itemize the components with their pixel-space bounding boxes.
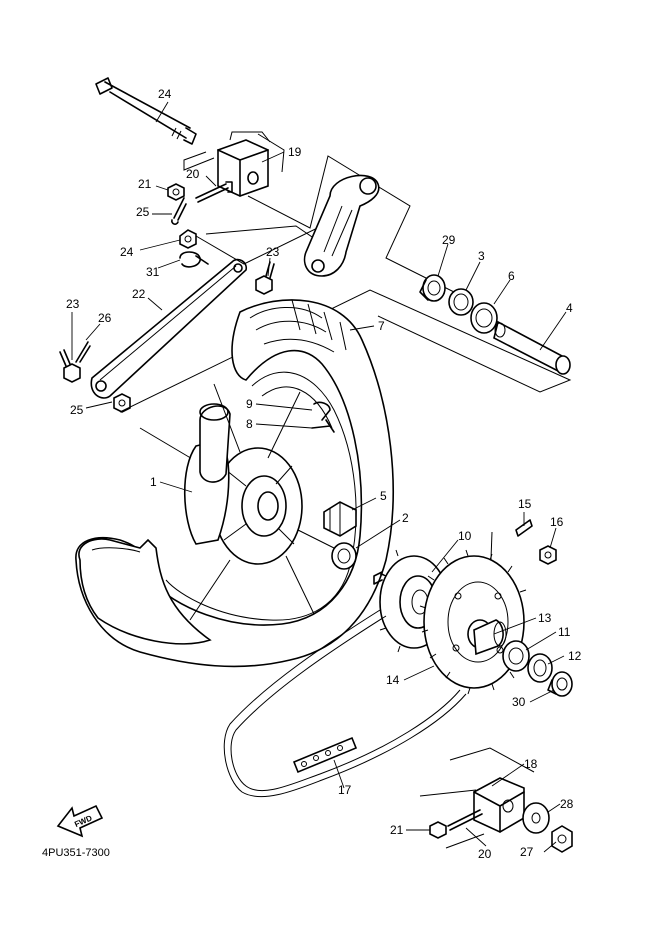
callout-numbers: 24 19 20 21 25 24 31 23 22 23 26 25 29 3… xyxy=(66,87,582,861)
nut-top-part xyxy=(167,183,185,201)
callout-11: 11 xyxy=(558,625,571,639)
callout-8: 8 xyxy=(246,417,253,431)
diagram-reference-code: 4PU351-7300 xyxy=(42,847,110,859)
callout-5: 5 xyxy=(380,489,387,503)
callout-1: 1 xyxy=(150,475,157,489)
callout-20-bottom: 20 xyxy=(478,847,492,861)
callout-29: 29 xyxy=(442,233,456,247)
tension-bar-part xyxy=(90,258,248,399)
callout-3: 3 xyxy=(478,249,485,263)
callout-6: 6 xyxy=(508,269,515,283)
callout-12: 12 xyxy=(568,649,582,663)
washer-28-part xyxy=(522,802,550,834)
bolt-23-top-part xyxy=(255,261,275,295)
callout-23-top: 23 xyxy=(266,245,280,259)
callout-20-top: 20 xyxy=(186,167,200,181)
bearing-11-part xyxy=(502,640,530,672)
adjuster-bolt-top-part xyxy=(195,181,233,203)
callout-9: 9 xyxy=(246,397,253,411)
callout-22: 22 xyxy=(132,287,146,301)
callout-13: 13 xyxy=(538,611,552,625)
nut-21-bottom-part xyxy=(429,821,447,839)
nut-16-part xyxy=(539,545,557,565)
callout-10: 10 xyxy=(458,529,472,543)
callout-18: 18 xyxy=(524,757,538,771)
callout-19: 19 xyxy=(288,145,302,159)
callout-17: 17 xyxy=(338,783,352,797)
callout-24-left: 25 xyxy=(70,403,84,417)
nut-27-part xyxy=(551,825,573,853)
drive-chain-part xyxy=(223,609,467,798)
callout-24-top: 24 xyxy=(120,245,134,259)
callout-leaders xyxy=(71,101,567,853)
axle-bolt-part xyxy=(95,77,197,145)
callout-7: 7 xyxy=(378,319,385,333)
chain-adjuster-block-part xyxy=(217,131,285,197)
fwd-arrow-icon: FWD xyxy=(56,804,104,838)
callout-21-bottom: 21 xyxy=(390,823,404,837)
callout-23-left: 23 xyxy=(66,297,80,311)
callout-21-top: 21 xyxy=(138,177,152,191)
callout-28: 28 xyxy=(560,797,574,811)
callout-30: 30 xyxy=(512,695,526,709)
bolt-23-left-part xyxy=(59,349,81,383)
callout-16: 16 xyxy=(550,515,564,529)
cotter-pin-left-part xyxy=(75,341,91,363)
rear-wheel-part xyxy=(75,299,394,668)
callout-4: 4 xyxy=(566,301,573,315)
adjuster-bolt-bottom-part xyxy=(447,809,483,831)
bearing-6-part xyxy=(470,302,498,334)
callout-14: 14 xyxy=(386,673,400,687)
callout-25-left: 26 xyxy=(98,311,112,325)
callout-31: 31 xyxy=(146,265,160,279)
cotter-pin-top-part xyxy=(171,197,187,225)
chain-adjuster-bottom-part xyxy=(473,777,525,833)
oil-seal-3-part xyxy=(448,288,474,316)
collar-30-part xyxy=(547,671,573,697)
bearing-2-part xyxy=(331,542,357,570)
bolt-8-part xyxy=(311,419,335,433)
callout-2: 2 xyxy=(402,511,409,525)
callout-25-top: 25 xyxy=(136,205,150,219)
stud-15-part xyxy=(515,519,533,537)
link-arm-part xyxy=(303,174,380,277)
nut-24-left-part xyxy=(113,393,131,413)
callout-27: 27 xyxy=(520,845,534,859)
callout-15: 15 xyxy=(518,497,532,511)
damper-5-part xyxy=(323,501,357,537)
bolt-9-part xyxy=(313,401,331,421)
callout-26: 24 xyxy=(158,87,172,101)
spacer-4-part xyxy=(493,320,571,375)
nut-24-top-part xyxy=(179,229,197,249)
clip-31-part xyxy=(179,251,209,268)
collar-29-part xyxy=(419,274,446,302)
seal-12-part xyxy=(527,653,553,683)
